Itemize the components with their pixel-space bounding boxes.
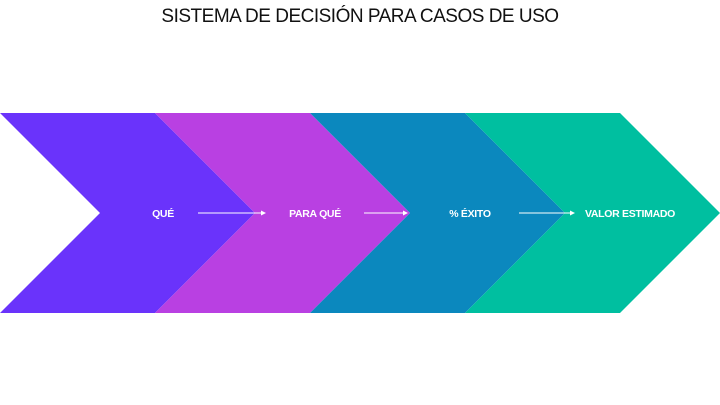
stage-label-exito: % ÉXITO [449,207,491,220]
stage-label-para-que: PARA QUÉ [289,207,341,220]
chevron-4 [465,113,720,313]
stage-label-valor-estimado: VALOR ESTIMADO [585,208,675,220]
page-title: SISTEMA DE DECISIÓN PARA CASOS DE USO [161,6,559,27]
connector-arrow-1 [198,210,266,216]
stage-label-que: QUÉ [152,207,174,220]
chevron-1 [0,113,255,313]
chevron-2 [155,113,410,313]
connector-arrow-2 [364,210,408,216]
chevron-3 [310,113,565,313]
connector-arrow-3 [519,210,575,216]
